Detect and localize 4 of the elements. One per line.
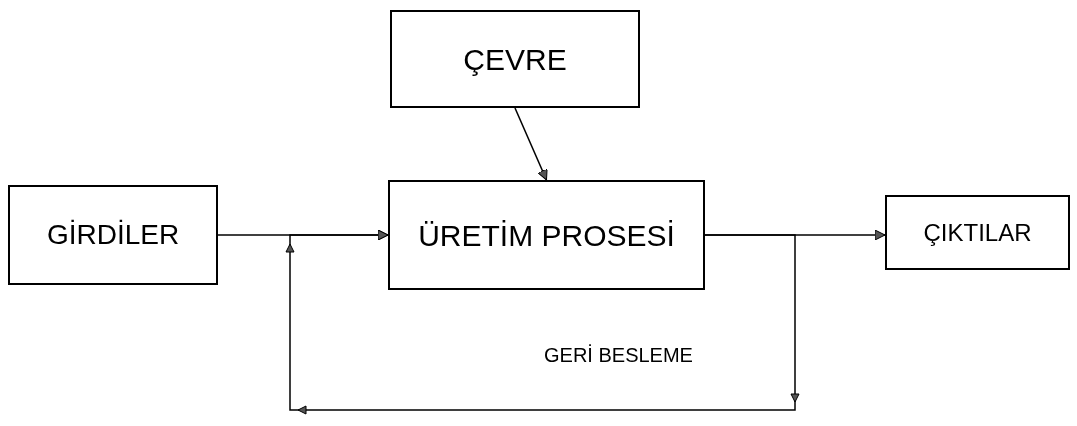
process-box: ÜRETİM PROSESİ bbox=[388, 180, 705, 290]
process-box: ÇIKTILAR bbox=[885, 195, 1070, 270]
process-box: GİRDİLER bbox=[8, 185, 218, 285]
process-box: ÇEVRE bbox=[390, 10, 640, 108]
